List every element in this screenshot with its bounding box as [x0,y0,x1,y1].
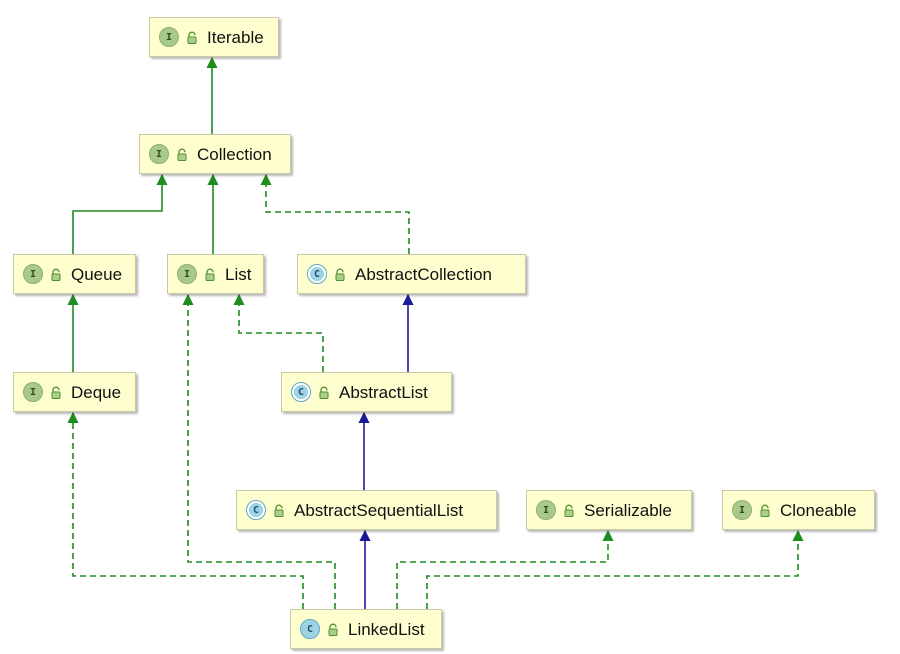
node-label: Cloneable [780,500,857,520]
node-list[interactable]: I List [167,254,264,294]
interface-icon: I [536,500,556,520]
abstract-class-icon: C [246,500,266,520]
node-linkedlist[interactable]: C LinkedList [290,609,442,649]
public-access-icon [758,503,772,517]
node-label: AbstractList [339,382,428,402]
edge-queue-to-collection [72,173,168,254]
node-serializable[interactable]: I Serializable [526,490,692,530]
public-access-icon [203,267,217,281]
node-abstractsequentiallist[interactable]: C AbstractSequentialList [236,490,497,530]
node-label: AbstractSequentialList [294,500,464,520]
edge-linkedlist-to-list [182,293,336,609]
node-abstractcollection[interactable]: C AbstractCollection [297,254,526,294]
node-label: Serializable [584,500,672,520]
node-abstractlist[interactable]: C AbstractList [281,372,452,412]
public-access-icon [272,503,286,517]
public-access-icon [562,503,576,517]
interface-icon: I [149,144,169,164]
node-label: Queue [71,264,123,284]
edge-linkedlist-to-serializable [396,529,614,609]
node-label: LinkedList [348,619,425,639]
edge-abstractlist-to-list [233,293,324,372]
node-collection[interactable]: I Collection [139,134,291,174]
node-queue[interactable]: I Queue [13,254,136,294]
node-label: List [225,264,252,284]
node-cloneable[interactable]: I Cloneable [722,490,875,530]
node-label: Iterable [207,27,264,47]
interface-icon: I [177,264,197,284]
node-label: Collection [197,144,272,164]
node-iterable[interactable]: I Iterable [149,17,279,57]
public-access-icon [175,147,189,161]
interface-icon: I [159,27,179,47]
interface-icon: I [23,264,43,284]
abstract-class-icon: C [291,382,311,402]
public-access-icon [49,267,63,281]
edge-linkedlist-to-deque [67,411,304,609]
public-access-icon [317,385,331,399]
interface-icon: I [732,500,752,520]
node-label: Deque [71,382,122,402]
edge-linkedlist-to-cloneable [426,529,804,609]
public-access-icon [185,30,199,44]
node-deque[interactable]: I Deque [13,372,136,412]
public-access-icon [49,385,63,399]
abstract-class-icon: C [307,264,327,284]
node-label: AbstractCollection [355,264,493,284]
edge-abstractcollection-to-collection [260,173,410,254]
public-access-icon [333,267,347,281]
interface-icon: I [23,382,43,402]
class-icon: C [300,619,320,639]
public-access-icon [326,622,340,636]
